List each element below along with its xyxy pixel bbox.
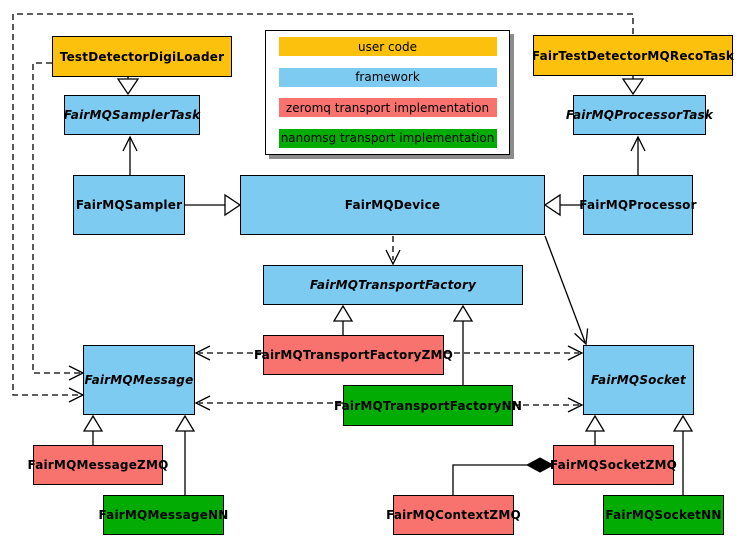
class-box-fairmqsocketzmq: FairMQSocketZMQ <box>550 445 677 485</box>
class-box-fairmqprocessor: FairMQProcessor <box>579 175 697 235</box>
legend-item-framework: framework <box>278 67 497 87</box>
edge-generalization-messagezmq-message <box>82 414 104 445</box>
edge-dependency-tfnn-socket <box>513 397 584 413</box>
edge-association-processor-processortask <box>630 135 646 175</box>
edge-association-sampler-samplertask <box>122 135 138 175</box>
edge-dependency-device-transportfactory <box>385 236 401 266</box>
legend-item-zeromq: zeromq transport implementation <box>278 98 497 118</box>
class-box-fairmqmessage: FairMQMessage <box>83 345 195 415</box>
edge-generalization-processor-device <box>543 193 583 217</box>
edge-dependency-tfnn-message <box>194 395 343 411</box>
legend: user code framework zeromq transport imp… <box>265 30 510 155</box>
edge-generalization-digiloader-samplertask <box>116 77 140 96</box>
class-box-fairmqtransportfactorynn: FairMQTransportFactoryNN <box>334 385 522 426</box>
edge-association-device-socket <box>544 235 589 346</box>
edge-generalization-socketnn-socket <box>672 414 694 495</box>
class-box-fairmqtransportfactory: FairMQTransportFactory <box>263 265 523 305</box>
legend-row: user code <box>266 37 509 56</box>
edge-generalization-socketzmq-socket <box>584 414 606 445</box>
class-box-fairtestdetectormqrecotask: FairTestDetectorMQRecoTask <box>532 35 734 76</box>
edge-dependency-tfzmq-message <box>194 345 263 361</box>
legend-row: nanomsg transport implementation <box>266 128 509 148</box>
edge-generalization-tfnn-transportfactory <box>452 304 474 385</box>
class-box-fairmqsocketnn: FairMQSocketNN <box>603 495 724 535</box>
edge-generalization-tfzmq-transportfactory <box>332 304 354 335</box>
edge-generalization-sampler-device <box>185 193 242 217</box>
edge-generalization-messagenn-message <box>174 414 196 495</box>
class-box-fairmqsocket: FairMQSocket <box>583 345 694 415</box>
class-box-testdetectordigiloader: TestDetectorDigiLoader <box>52 36 232 77</box>
class-box-fairmqsamplertask: FairMQSamplerTask <box>64 95 200 135</box>
legend-item-user-code: user code <box>278 37 497 56</box>
class-box-fairmqmessagenn: FairMQMessageNN <box>98 495 228 535</box>
legend-item-nanomsg: nanomsg transport implementation <box>278 128 497 148</box>
legend-row: framework <box>266 67 509 87</box>
edge-generalization-recotask-processortask <box>621 76 645 96</box>
class-box-fairmqdevice: FairMQDevice <box>240 175 545 235</box>
legend-row: zeromq transport implementation <box>266 98 509 118</box>
class-box-fairmqmessagezmq: FairMQMessageZMQ <box>28 445 168 485</box>
class-box-fairmqtransportfactoryzmq: FairMQTransportFactoryZMQ <box>254 335 453 375</box>
edge-dependency-tfzmq-socket <box>444 345 584 361</box>
edge-composition-socketzmq-contextzmq <box>452 457 555 495</box>
class-box-fairmqsampler: FairMQSampler <box>73 175 185 235</box>
class-box-fairmqprocessortask: FairMQProcessorTask <box>566 95 713 135</box>
class-box-fairmqcontextzmq: FairMQContextZMQ <box>386 495 521 535</box>
